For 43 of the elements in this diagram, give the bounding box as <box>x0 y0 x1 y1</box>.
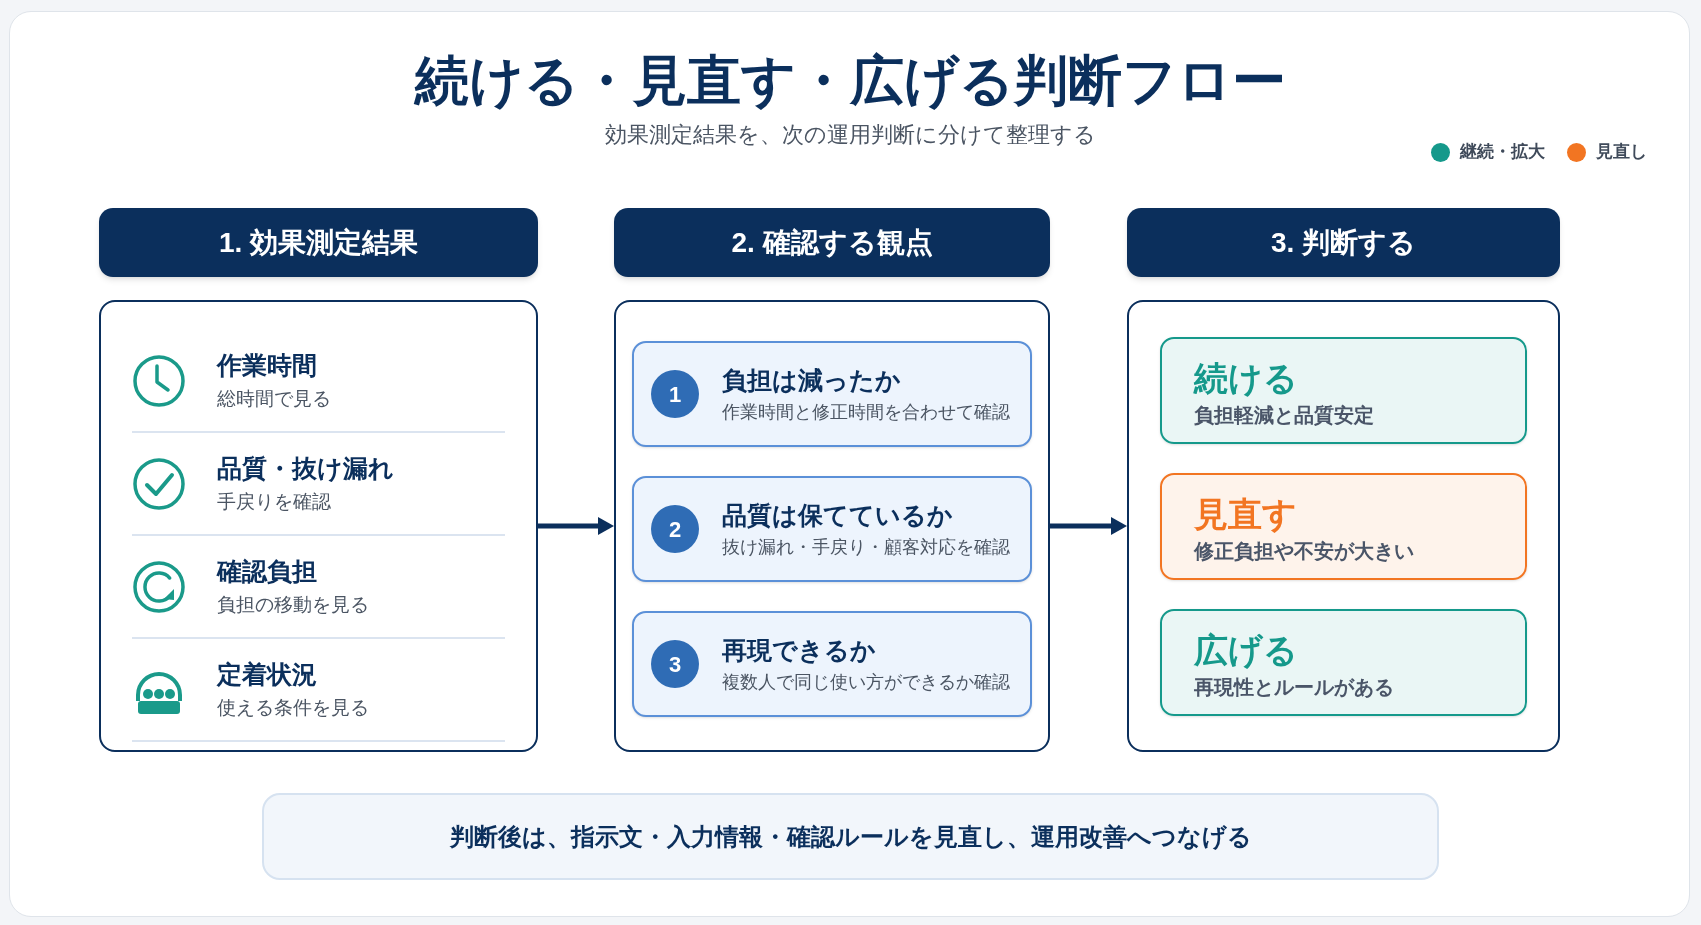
check-title: 品質は保てているか <box>722 500 954 531</box>
column-header-bar <box>99 208 538 277</box>
decision-description: 負担軽減と品質安定 <box>1194 402 1375 428</box>
column-header-bar <box>614 208 1050 277</box>
header-text: 2. 確認する観点 <box>731 225 933 260</box>
title: 続ける・見直す・広げる判断フロー <box>415 49 1286 112</box>
decision-card <box>1160 337 1527 444</box>
check-card <box>632 476 1032 582</box>
column-panel <box>1127 300 1560 752</box>
note-text: 判断後は、指示文・入力情報・確認ルールを見直し、運用改善へつなげる <box>449 821 1252 852</box>
check-card <box>632 611 1032 717</box>
item-title: 作業時間 <box>217 350 318 381</box>
note-bar <box>262 793 1439 880</box>
check-card <box>632 341 1032 447</box>
decision-title: 広げる <box>1194 629 1299 671</box>
decision-card <box>1160 473 1527 580</box>
column-header-bar <box>1127 208 1560 277</box>
check-title: 再現できるか <box>722 635 877 666</box>
item-title: 確認負担 <box>217 556 318 587</box>
check-description: 作業時間と修正時間を合わせて確認 <box>722 401 1010 424</box>
check-description: 抜け漏れ・手戻り・顧客対応を確認 <box>722 536 1010 559</box>
decision-description: 修正負担や不安が大きい <box>1194 538 1415 564</box>
item-description: 負担の移動を見る <box>217 593 369 617</box>
item-description: 手戻りを確認 <box>217 490 332 514</box>
column-panel <box>614 300 1050 752</box>
item-title: 品質・抜け漏れ <box>217 453 394 484</box>
decision-title: 続ける <box>1194 357 1299 399</box>
header-text: 1. 効果測定結果 <box>218 225 419 260</box>
check-description: 複数人で同じ使い方ができるか確認 <box>722 671 1010 694</box>
column-panel <box>99 300 538 752</box>
decision-card <box>1160 609 1527 716</box>
decision-title: 見直す <box>1194 493 1298 535</box>
subtitle: 効果測定結果を、次の運用判断に分けて整理する <box>605 121 1096 149</box>
header-text: 3. 判断する <box>1270 225 1417 260</box>
check-title: 負担は減ったか <box>722 365 902 396</box>
arrow <box>1050 517 1127 535</box>
item-title: 定着状況 <box>217 659 318 690</box>
legend-label: 見直し <box>1596 141 1647 163</box>
arrow <box>538 517 614 535</box>
item-description: 総時間で見る <box>217 387 331 411</box>
item-description: 使える条件を見る <box>217 696 369 720</box>
legend-label: 継続・拡大 <box>1460 141 1545 163</box>
decision-description: 再現性とルールがある <box>1194 674 1395 700</box>
